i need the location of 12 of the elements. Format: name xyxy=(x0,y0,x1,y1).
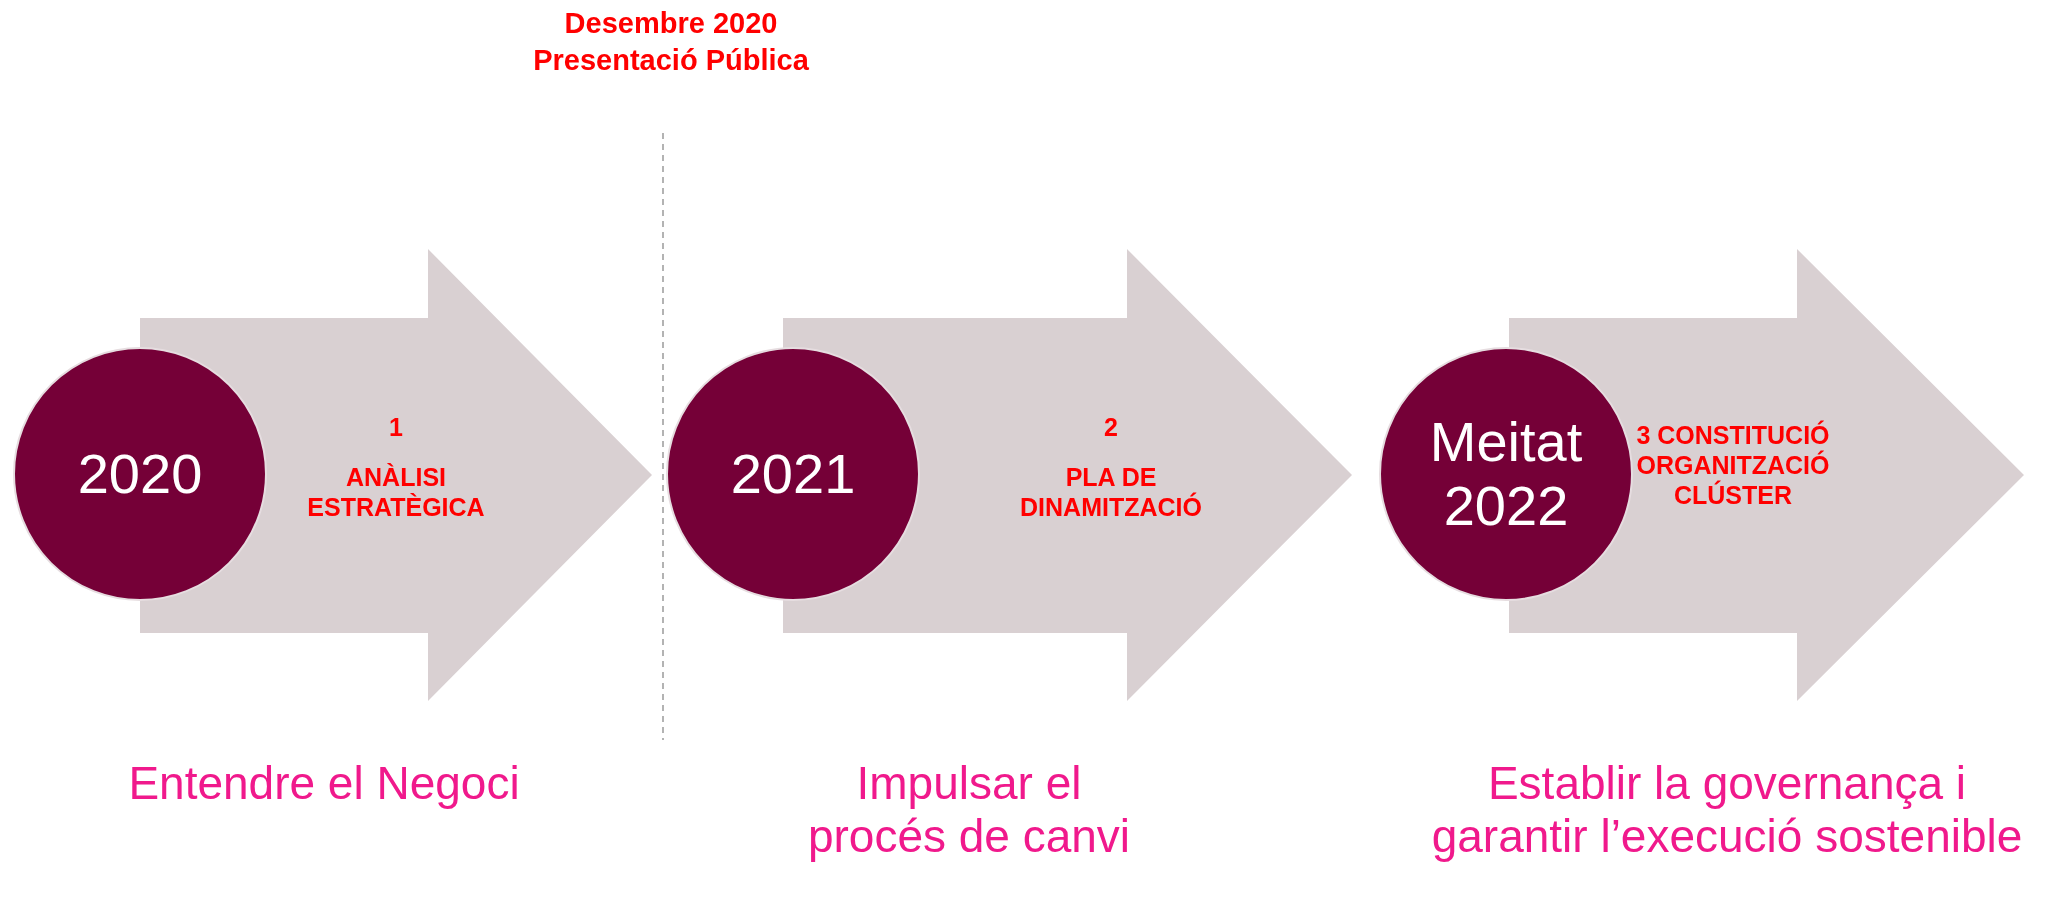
phase-goal-text: Establir la governança i garantir l’execució sostenible xyxy=(1430,757,2024,863)
step-label: PLA DE DINAMITZACIÓ xyxy=(1019,462,1203,522)
phase-goal-text: Impulsar el procés de canvi xyxy=(806,757,1132,863)
year-label: 2021 xyxy=(729,442,857,506)
step-label: 1 xyxy=(388,412,404,442)
step-label: ANÀLISI ESTRATÈGICA xyxy=(306,462,486,522)
step-label: 3 CONSTITUCIÓ ORGANITZACIÓ CLÚSTER xyxy=(1635,420,1831,510)
phase-goal-text: Entendre el Negoci xyxy=(127,757,521,810)
year-label: Meitat 2022 xyxy=(1428,410,1584,538)
step-label: 2 xyxy=(1103,412,1119,442)
milestone-note: Desembre 2020 Presentació Pública xyxy=(532,6,810,78)
year-label: 2020 xyxy=(76,442,204,506)
